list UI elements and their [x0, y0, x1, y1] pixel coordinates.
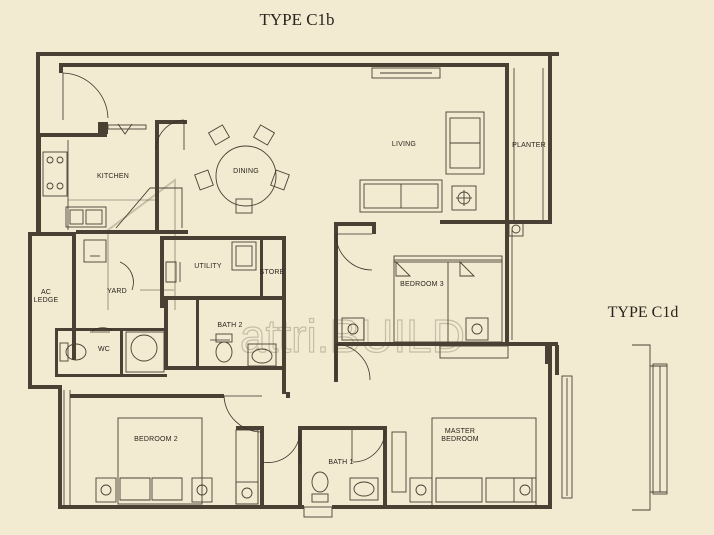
room-label-kitchen: KITCHEN — [97, 173, 129, 180]
dining-table-icon — [194, 124, 290, 214]
bedroom2-wardrobe-icon — [235, 429, 259, 505]
watermark-logo — [107, 178, 176, 310]
room-label-bath1: BATH 1 — [328, 459, 353, 466]
bedroom2-nightstand-left-icon — [95, 477, 117, 503]
room-label-living: LIVING — [392, 141, 416, 148]
kitchen-sink-icon — [65, 206, 107, 228]
master-wardrobe-icon — [391, 431, 407, 493]
room-label-master-1: MASTER — [445, 428, 475, 435]
room-label-ac-ledge-1: AC — [41, 289, 51, 296]
room-label-bedroom2: BEDROOM 2 — [134, 436, 178, 443]
room-label-dining: DINING — [233, 168, 259, 175]
bath1-toilet-icon — [311, 471, 329, 503]
master-nightstand-right-icon — [513, 477, 537, 503]
outer-walls — [28, 52, 573, 518]
bedroom2-nightstand-right-icon — [191, 477, 213, 503]
plan-title: TYPE C1b — [259, 10, 334, 29]
bedroom2-bed-icon — [117, 417, 203, 505]
room-label-master-2: BEDROOM — [441, 436, 479, 443]
room-label-store: STORE — [260, 269, 285, 276]
room-label-yard: YARD — [107, 288, 127, 295]
room-label-wc: WC — [98, 346, 110, 353]
tv-console-icon — [371, 67, 441, 79]
sofa-icon — [359, 179, 443, 213]
wc-toilet-icon — [59, 342, 87, 362]
room-label-bedroom3: BEDROOM 3 — [400, 281, 444, 288]
bedroom3-bed-icon — [393, 255, 503, 343]
bedroom3-nightstand-right-icon — [465, 317, 489, 341]
room-label-planter: PLANTER — [512, 142, 546, 149]
kitchen-hob-icon — [42, 151, 68, 197]
master-nightstand-left-icon — [409, 477, 433, 503]
bedroom3-desk-icon — [439, 345, 509, 359]
washing-machine-icon — [83, 239, 107, 263]
planter-column-icon — [508, 221, 524, 237]
room-label-ac-ledge-2: LEDGE — [34, 297, 59, 304]
armchair-icon — [445, 111, 485, 175]
shelf-icon — [107, 123, 147, 135]
type-c1d-outline — [632, 344, 668, 511]
room-label-bath2: BATH 2 — [217, 322, 242, 329]
wc-basin-icon — [125, 331, 165, 373]
alt-type-title: TYPE C1d — [608, 304, 679, 321]
room-label-utility: UTILITY — [194, 263, 222, 270]
kitchen-counter-icon — [115, 187, 183, 229]
utility-sink-icon — [231, 241, 257, 271]
bath2-toilet-icon — [215, 333, 233, 363]
bath1-basin-icon — [349, 477, 379, 501]
door-swings — [62, 72, 386, 464]
bath2-basin-icon — [247, 343, 277, 367]
side-table-icon — [451, 185, 477, 211]
utility-door-icon — [165, 261, 177, 283]
bedroom3-nightstand-left-icon — [341, 317, 365, 341]
